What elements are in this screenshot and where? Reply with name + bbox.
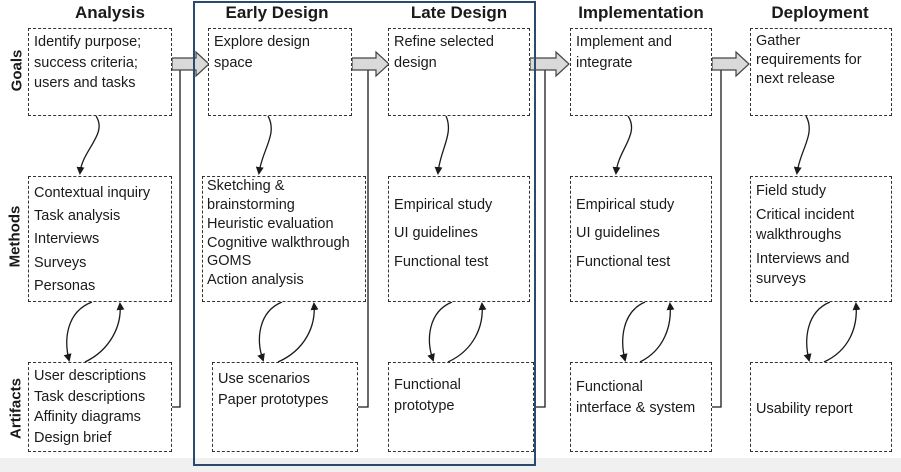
analysis-goal-line: users and tasks (34, 75, 136, 92)
analysis-methods-box: Contextual inquiry Task analysis Intervi… (28, 176, 172, 302)
phase-late-design: Late Design (410, 3, 508, 22)
implementation-method-item: Functional test (576, 253, 671, 270)
phase-early-design: Early Design (225, 3, 329, 22)
arrow-deploy-methods-artifacts (803, 301, 831, 362)
arrow-analysis-goals-methods (76, 115, 100, 175)
arrow-impl-goals-methods (612, 115, 633, 175)
arrow-analysis-methods-artifacts (63, 301, 93, 362)
late-design-artifact-item: prototype (394, 397, 455, 414)
deployment-goal-line: next release (756, 71, 835, 88)
arrow-early-artifacts-methods (277, 302, 319, 363)
phase-deployment: Deployment (771, 3, 869, 22)
implementation-method-item: Empirical study (576, 197, 675, 213)
late-design-artifact-item: Functional (394, 377, 461, 393)
analysis-method-item: Task analysis (34, 208, 121, 225)
analysis-method-item: Surveys (34, 254, 87, 271)
late-design-method-item: UI guidelines (394, 225, 478, 242)
late-design-method-item: Functional test (394, 253, 489, 270)
early-design-artifact-item: Use scenarios (218, 371, 310, 387)
early-design-artifact-item: Paper prototypes (218, 391, 329, 408)
deployment-method-item: Field study (756, 183, 827, 199)
analysis-goal-line: success criteria; (34, 54, 138, 71)
arrow-analysis-artifacts-methods (84, 302, 125, 363)
analysis-method-item: Personas (34, 277, 96, 294)
analysis-goal-line: Identify purpose; (34, 34, 142, 50)
analysis-artifact-item: User descriptions (34, 368, 147, 384)
analysis-artifact-item: Design brief (34, 429, 112, 446)
arrow-late-artifacts-methods (447, 302, 487, 363)
deployment-goal-line: requirements for (756, 52, 862, 69)
implementation-goal-line: Implement and (576, 34, 672, 50)
block-arrow-3 (529, 50, 570, 78)
arrow-deploy-goals-methods (793, 115, 810, 175)
implementation-goal-line: integrate (576, 54, 633, 71)
deployment-method-item: Interviews and (756, 250, 850, 267)
deployment-methods-box: Field study Critical incident walkthroug… (750, 176, 892, 302)
analysis-artifacts-box: User descriptions Task descriptions Affi… (28, 362, 172, 452)
arrow-late-methods-artifacts (427, 301, 453, 362)
block-arrow-1 (171, 50, 210, 78)
late-design-artifacts-box: Functional prototype (388, 362, 534, 452)
deployment-goal-line: Gather (756, 33, 801, 49)
deployment-method-item: surveys (756, 271, 806, 288)
deployment-artifacts-box: Usability report (750, 362, 892, 452)
early-design-method-item: GOMS (207, 253, 252, 270)
early-design-goal-line: Explore design (214, 34, 310, 50)
early-design-method-item: Cognitive walkthrough (207, 234, 350, 251)
analysis-artifact-item: Affinity diagrams (34, 409, 141, 426)
early-design-method-item: Sketching & (207, 178, 285, 194)
arrow-deploy-artifacts-methods (823, 302, 861, 363)
arrow-impl-methods-artifacts (619, 301, 646, 362)
analysis-method-item: Contextual inquiry (34, 185, 151, 201)
late-design-methods-box: Empirical study UI guidelines Functional… (388, 176, 530, 302)
early-design-goal-line: space (214, 54, 253, 71)
phase-analysis: Analysis (75, 3, 145, 22)
phase-implementation: Implementation (578, 3, 704, 22)
block-arrow-4 (711, 50, 750, 78)
analysis-method-item: Interviews (34, 231, 100, 248)
feedback-line-late (534, 64, 556, 408)
analysis-artifact-item: Task descriptions (34, 388, 146, 405)
arrow-early-goals-methods (255, 115, 272, 175)
feedback-line-impl (712, 64, 734, 408)
implementation-methods-box: Empirical study UI guidelines Functional… (570, 176, 712, 302)
early-design-methods-box: Sketching & brainstorming Heuristic eval… (202, 176, 366, 302)
block-arrow-2 (351, 50, 390, 78)
implementation-artifact-item: interface & system (576, 399, 696, 416)
early-design-method-item: Heuristic evaluation (207, 215, 334, 232)
deployment-method-item: Critical incident (756, 206, 855, 223)
early-design-method-item: brainstorming (207, 196, 295, 213)
early-design-goals-box: Explore design space (208, 28, 352, 116)
implementation-goals-box: Implement and integrate (570, 28, 712, 116)
arrow-early-methods-artifacts (257, 301, 283, 362)
early-design-method-item: Action analysis (207, 272, 304, 289)
arrow-impl-artifacts-methods (639, 302, 675, 363)
deployment-method-item: walkthroughs (756, 227, 842, 244)
early-design-artifacts-box: Use scenarios Paper prototypes (212, 362, 358, 452)
late-design-method-item: Empirical study (394, 197, 493, 213)
feedback-line-analysis (172, 64, 196, 408)
late-design-goal-line: Refine selected (394, 34, 494, 50)
implementation-method-item: UI guidelines (576, 225, 660, 242)
late-design-goal-line: design (394, 54, 437, 71)
deployment-artifact-item: Usability report (756, 401, 853, 417)
implementation-artifacts-box: Functional interface & system (570, 362, 712, 452)
arrow-late-goals-methods (434, 115, 450, 175)
late-design-goals-box: Refine selected design (388, 28, 530, 116)
deployment-goals-box: Gather requirements for next release (750, 28, 892, 116)
implementation-artifact-item: Functional (576, 379, 643, 395)
analysis-goals-box: Identify purpose; success criteria; user… (28, 28, 172, 116)
